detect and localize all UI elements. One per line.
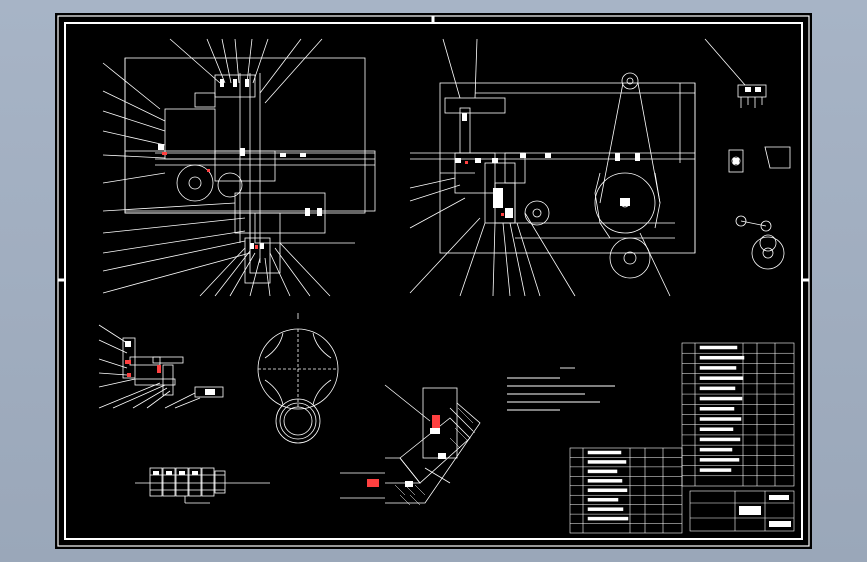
parts-row-text — [699, 345, 738, 350]
parts-row-text — [699, 417, 742, 421]
technical-notes — [507, 367, 615, 411]
left-assembly-view — [102, 38, 376, 297]
parts-row-text — [699, 468, 732, 472]
parts-row-text — [699, 376, 744, 380]
spline-shaft-fill — [153, 471, 198, 475]
section-hatching — [394, 407, 476, 506]
parts-row-text — [699, 427, 734, 431]
cam-disc-icon — [257, 313, 339, 444]
detail-views-top-right — [704, 38, 791, 270]
left-view-reds — [162, 152, 258, 249]
parts-row-text — [699, 437, 741, 442]
parts-row-text — [699, 447, 733, 452]
parts-row-text — [587, 507, 624, 511]
title-block-logo — [739, 495, 791, 527]
detail-a-reds — [125, 360, 161, 377]
parts-row-text — [587, 479, 623, 483]
section-fill — [405, 428, 446, 487]
parts-row-text — [587, 460, 627, 464]
drawing-sheet[interactable] — [55, 13, 812, 549]
parts-row-text — [699, 407, 735, 411]
detail-top-right-fill — [733, 87, 761, 164]
parts-list-rows — [682, 345, 794, 477]
parts-list-rows-lower — [570, 450, 682, 524]
left-view-highlights — [158, 79, 322, 249]
parts-row-text — [587, 450, 622, 455]
parts-row-text — [699, 366, 737, 370]
parts-row-text — [587, 469, 618, 474]
section-reds — [367, 415, 440, 487]
sheet-frame — [57, 15, 810, 547]
parts-row-text — [699, 355, 745, 360]
parts-row-text — [699, 386, 736, 391]
detail-a-view — [98, 324, 224, 409]
parts-row-text — [587, 497, 619, 502]
right-view-highlights — [455, 113, 640, 218]
drawing-canvas[interactable] — [55, 13, 812, 549]
parts-row-text — [699, 396, 743, 401]
spline-shaft-view — [135, 467, 270, 504]
parts-row-text — [587, 488, 628, 493]
right-assembly-view — [409, 38, 696, 297]
detail-a-fill — [125, 341, 215, 395]
parts-row-text — [587, 516, 629, 521]
parts-row-text — [699, 458, 740, 462]
right-view-reds — [465, 161, 504, 216]
